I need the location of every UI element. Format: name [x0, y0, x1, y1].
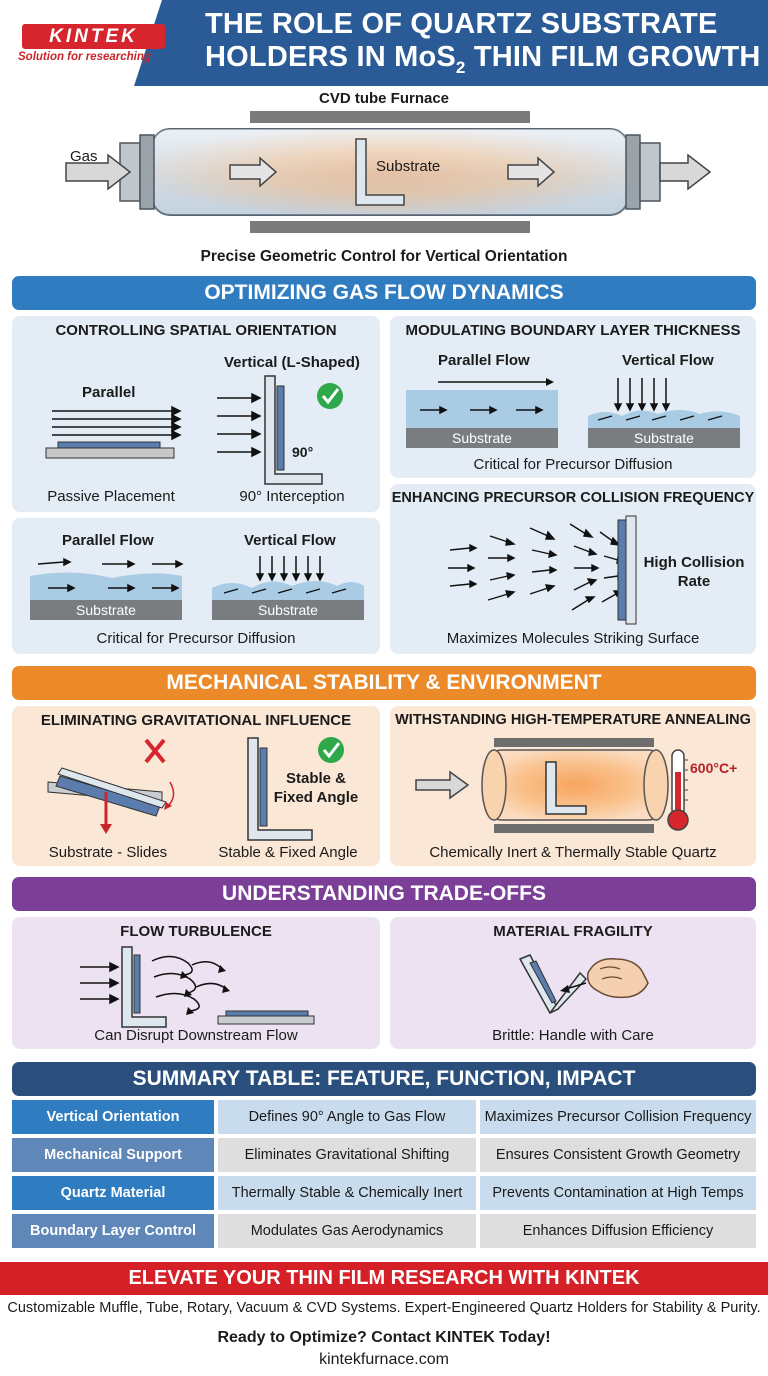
cta-description: Customizable Muffle, Tube, Rotary, Vacuu…: [7, 1300, 761, 1316]
parallel-flow-label-2: Parallel Flow: [62, 532, 154, 549]
boundary-substrate-right-2: Substrate: [258, 602, 318, 618]
table-row-1-feature: Vertical Orientation: [12, 1100, 214, 1134]
section-gas-flow-header: OPTIMIZING GAS FLOW DYNAMICS: [12, 276, 756, 310]
gravity-diagram: [47, 737, 344, 841]
boundary-substrate-right: Substrate: [634, 430, 694, 446]
section-mechanical-header: MECHANICAL STABILITY & ENVIRONMENT: [12, 666, 756, 700]
spatial-orientation-diagram: [45, 375, 343, 485]
table-row-3-feature: Quartz Material: [12, 1176, 214, 1210]
page-title-line-1: THE ROLE OF QUARTZ SUBSTRATE: [205, 8, 718, 40]
vertical-l-label: Vertical (L-Shaped): [224, 354, 360, 371]
summary-table-header: SUMMARY TABLE: FEATURE, FUNCTION, IMPACT: [12, 1062, 756, 1096]
collision-diagram: [448, 515, 637, 625]
kintek-logo[interactable]: [22, 24, 165, 49]
turbulence-diagram: [80, 946, 315, 1028]
parallel-label: Parallel: [82, 384, 136, 401]
table-row-3-function: Thermally Stable & Chemically Inert: [218, 1176, 476, 1210]
fragility-diagram: [518, 954, 649, 1014]
table-row-2-function: Eliminates Gravitational Shifting: [218, 1138, 476, 1172]
parallel-flow-label: Parallel Flow: [438, 352, 530, 369]
gravity-caption-left: Substrate - Slides: [48, 844, 168, 861]
table-row-1-impact: Maximizes Precursor Collision Frequency: [480, 1100, 756, 1134]
panel-material-fragility: MATERIAL FRAGILITY Brittle: Handle with …: [390, 917, 756, 1049]
angle-90-label: 90°: [292, 444, 314, 460]
table-row-4-feature: Boundary Layer Control: [12, 1214, 214, 1248]
furnace-title: CVD tube Furnace: [318, 90, 450, 107]
boundary-layer-diagram-2: [30, 556, 364, 620]
table-row-2-feature: Mechanical Support: [12, 1138, 214, 1172]
panel-boundary-layer-bottom: Parallel Flow Vertical Flow: [12, 518, 380, 654]
logo-text: KINTEK: [49, 26, 138, 47]
boundary-title: MODULATING BOUNDARY LAYER THICKNESS: [405, 322, 741, 339]
annealing-caption: Chemically Inert & Thermally Stable Quar…: [429, 844, 717, 861]
table-row-4-function: Modulates Gas Aerodynamics: [218, 1214, 476, 1248]
boundary-substrate-left-2: Substrate: [76, 602, 136, 618]
vertical-flow-label-2: Vertical Flow: [244, 532, 336, 549]
fragility-caption: Brittle: Handle with Care: [492, 1027, 654, 1044]
gas-inlet-label: Gas: [70, 148, 98, 165]
page-title-line-2: HOLDERS IN MoS2 THIN FILM GROWTH: [205, 41, 761, 77]
panel-spatial-orientation: CONTROLLING SPATIAL ORIENTATION Parallel…: [12, 316, 380, 512]
boundary-substrate-left: Substrate: [452, 430, 512, 446]
panel-boundary-layer-top: MODULATING BOUNDARY LAYER THICKNESS Para…: [390, 316, 756, 478]
collision-title: ENHANCING PRECURSOR COLLISION FREQUENCY: [391, 490, 755, 506]
furnace-substrate-label: Substrate: [376, 158, 441, 175]
furnace-caption: Precise Geometric Control for Vertical O…: [200, 248, 568, 265]
cta-contact-link[interactable]: Ready to Optimize? Contact KINTEK Today!: [217, 1329, 551, 1346]
boundary-layer-diagram: [406, 378, 740, 448]
turbulence-title: FLOW TURBULENCE: [120, 923, 272, 940]
summary-table: Vertical Orientation Defines 90° Angle t…: [12, 1100, 756, 1252]
table-row-2-impact: Ensures Consistent Growth Geometry: [480, 1138, 756, 1172]
stable-label-2: Fixed Angle: [273, 789, 359, 806]
section-tradeoffs-header: UNDERSTANDING TRADE-OFFS: [12, 877, 756, 911]
collision-label-2: Rate: [677, 573, 711, 590]
panel-gravitational: ELIMINATING GRAVITATIONAL INFLUENCE Stab…: [12, 706, 380, 866]
header-band: [188, 0, 768, 86]
cvd-furnace-illustration: [65, 111, 712, 233]
interception-caption: 90° Interception: [239, 488, 345, 505]
table-row-4-impact: Enhances Diffusion Efficiency: [480, 1214, 756, 1248]
annealing-title: WITHSTANDING HIGH-TEMPERATURE ANNEALING: [395, 712, 751, 728]
turbulence-caption: Can Disrupt Downstream Flow: [94, 1027, 298, 1044]
collision-caption: Maximizes Molecules Striking Surface: [446, 630, 700, 647]
gravity-caption-right: Stable & Fixed Angle: [218, 844, 358, 861]
annealing-diagram: [415, 738, 689, 833]
boundary-caption: Critical for Precursor Diffusion: [473, 456, 673, 473]
temperature-label: 600°C+: [690, 760, 738, 776]
logo-tagline: Solution for researching: [18, 51, 151, 63]
table-row-3-impact: Prevents Contamination at High Temps: [480, 1176, 756, 1210]
boundary-caption-2: Critical for Precursor Diffusion: [96, 630, 296, 647]
collision-label-1: High Collision: [643, 554, 745, 571]
panel-annealing: WITHSTANDING HIGH-TEMPERATURE ANNEALING …: [390, 706, 756, 866]
panel-flow-turbulence: FLOW TURBULENCE Can Disrupt Downstream F…: [12, 917, 380, 1049]
table-row-1-function: Defines 90° Angle to Gas Flow: [218, 1100, 476, 1134]
stable-label-1: Stable &: [285, 770, 346, 787]
vertical-flow-label: Vertical Flow: [622, 352, 714, 369]
spatial-title: CONTROLLING SPATIAL ORIENTATION: [55, 322, 337, 339]
cta-banner: ELEVATE YOUR THIN FILM RESEARCH WITH KIN…: [0, 1262, 768, 1295]
panel-collision-frequency: ENHANCING PRECURSOR COLLISION FREQUENCY: [390, 484, 756, 654]
passive-placement-caption: Passive Placement: [47, 488, 175, 505]
gravity-title: ELIMINATING GRAVITATIONAL INFLUENCE: [40, 712, 352, 729]
fragility-title: MATERIAL FRAGILITY: [493, 923, 653, 940]
header: [0, 0, 768, 86]
website-link[interactable]: kintekfurnace.com: [319, 1351, 449, 1368]
